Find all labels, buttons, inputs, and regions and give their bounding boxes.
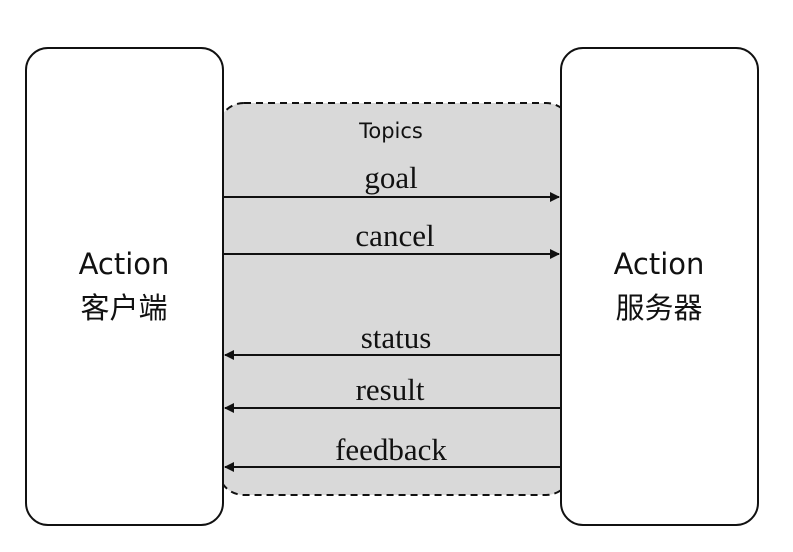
message-label-status: status xyxy=(361,320,432,355)
message-label-goal: goal xyxy=(364,160,417,195)
action-server-box xyxy=(560,47,759,526)
topics-label: Topics xyxy=(358,119,423,143)
client-label-line2: 客户端 xyxy=(80,291,167,325)
message-label-result: result xyxy=(356,372,425,407)
server-label-line2: 服务器 xyxy=(615,291,702,325)
topics-region xyxy=(217,102,573,496)
action-client-box xyxy=(25,47,224,526)
client-label-line1: Action xyxy=(79,247,170,281)
message-label-feedback: feedback xyxy=(335,432,447,467)
server-label-line1: Action xyxy=(614,247,705,281)
message-label-cancel: cancel xyxy=(355,218,434,253)
